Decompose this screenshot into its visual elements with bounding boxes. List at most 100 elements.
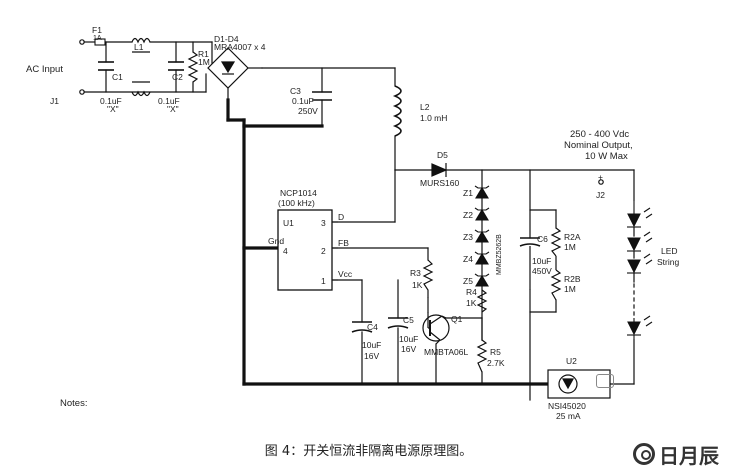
- label-l2-val: 1.0 mH: [420, 113, 447, 123]
- ic-u1-ncp1014: [277, 209, 333, 291]
- label-ncp: NCP1014: [280, 188, 317, 198]
- label-c2-x: "X": [167, 104, 179, 114]
- label-d5-val: MURS160: [420, 178, 459, 188]
- label-plus: +: [598, 172, 603, 182]
- label-gnd: Gnd: [268, 236, 284, 246]
- label-z5: Z5: [463, 276, 473, 286]
- label-r1: R1: [198, 49, 209, 59]
- label-notes: Notes:: [60, 398, 87, 409]
- label-c4-v: 16V: [364, 351, 379, 361]
- label-out-line1: 250 - 400 Vdc: [570, 129, 629, 140]
- label-ncp-freq: (100 kHz): [278, 198, 315, 208]
- capacitor-c6: [519, 237, 541, 290]
- label-out-line2: Nominal Output,: [564, 140, 633, 151]
- label-c2: C2: [172, 72, 183, 82]
- label-r4: R4: [466, 287, 477, 297]
- brand-mark-icon: [633, 443, 655, 465]
- label-pin-d: D: [338, 212, 344, 222]
- label-pin4: 4: [283, 246, 288, 256]
- resistor-r2b: [550, 269, 562, 301]
- label-r2a: R2A: [564, 232, 581, 242]
- label-pin2: 2: [321, 246, 326, 256]
- label-u2-ma: 25 mA: [556, 411, 581, 421]
- label-c4: C4: [367, 322, 378, 332]
- label-z4: Z4: [463, 254, 473, 264]
- fuse-f1: [94, 38, 106, 46]
- label-q1-val: MMBTA06L: [424, 347, 469, 357]
- component-labels: F1 1A L1 R1 1M D1-D4 MRA4007 x 4 AC Inpu…: [26, 25, 679, 421]
- label-z1: Z1: [463, 188, 473, 198]
- label-l2: L2: [420, 102, 430, 112]
- label-z2: Z2: [463, 210, 473, 220]
- capacitor-c1: [98, 61, 114, 71]
- ic-u1-pin-leads: [332, 221, 338, 281]
- label-led1: LED: [661, 246, 678, 256]
- label-pin3: 3: [321, 218, 326, 228]
- label-r4-val: 1K: [466, 298, 477, 308]
- inductor-l2: [392, 85, 402, 137]
- label-u2: U2: [566, 356, 577, 366]
- label-mmbz: MMBZ5262B: [496, 234, 503, 275]
- label-c3-v: 250V: [298, 106, 318, 116]
- label-c5-v: 16V: [401, 344, 416, 354]
- label-c6: C6: [537, 234, 548, 244]
- label-c5-val: 10uF: [399, 334, 418, 344]
- label-c1-val: 0.1uF: [100, 96, 122, 106]
- label-c1: C1: [112, 72, 123, 82]
- label-j1: J1: [50, 96, 59, 106]
- wires: [79, 39, 635, 401]
- label-r3-val: 1K: [412, 280, 423, 290]
- label-r2b-val: 1M: [564, 284, 576, 294]
- label-pin1: 1: [321, 276, 326, 286]
- diode-d5: [431, 163, 448, 177]
- label-r2b: R2B: [564, 274, 581, 284]
- brand-text: 日月辰: [659, 443, 719, 468]
- label-pin-fb: FB: [338, 238, 349, 248]
- label-c3: C3: [290, 86, 301, 96]
- label-pin-vcc: Vcc: [338, 269, 353, 279]
- capacitor-c5: [387, 317, 409, 329]
- capacitor-c2: [168, 61, 184, 71]
- bridge-rectifier: [207, 47, 249, 89]
- label-r2a-val: 1M: [564, 242, 576, 252]
- label-u1: U1: [283, 218, 294, 228]
- led-string: [627, 200, 653, 340]
- circuit-schematic: F1 1A L1 R1 1M D1-D4 MRA4007 x 4 AC Inpu…: [26, 25, 679, 421]
- label-d1d4-val: MRA4007 x 4: [214, 42, 266, 52]
- resistor-r1: [187, 51, 199, 83]
- label-c5: C5: [403, 315, 414, 325]
- label-ac-input: AC Input: [26, 64, 63, 75]
- resistor-r4: [476, 289, 488, 313]
- zener-chain: [474, 185, 490, 287]
- inductor-l1: [131, 37, 151, 97]
- label-c6-val: 10uF: [532, 256, 551, 266]
- label-c4-val: 10uF: [362, 340, 381, 350]
- label-q1: Q1: [451, 314, 463, 324]
- label-r1-val: 1M: [198, 57, 210, 67]
- label-j2: J2: [596, 190, 605, 200]
- label-r5-val: 2.7K: [487, 358, 505, 368]
- figure-caption: 图 4：开关恒流非隔离电源原理图。: [264, 444, 473, 459]
- watermark-icon: [596, 374, 614, 388]
- brand-logo: 日月辰: [633, 441, 719, 468]
- label-f1-val: 1A: [93, 35, 102, 42]
- label-u2-val: NSI45020: [548, 401, 586, 411]
- label-d5: D5: [437, 150, 448, 160]
- label-d1d4: D1-D4: [214, 34, 239, 44]
- resistor-r3: [422, 259, 434, 298]
- label-c2-val: 0.1uF: [158, 96, 180, 106]
- label-c6-v: 450V: [532, 266, 552, 276]
- label-c3-val: 0.1uF: [292, 96, 314, 106]
- capacitor-c3: [312, 91, 332, 101]
- resistor-r2a: [550, 227, 562, 257]
- label-l1: L1: [134, 42, 144, 52]
- label-r5: R5: [490, 347, 501, 357]
- transistor-q1: [422, 312, 450, 345]
- label-c1-x: "X": [107, 104, 119, 114]
- label-led2: String: [657, 257, 679, 267]
- label-out-line3: 10 W Max: [585, 151, 628, 162]
- capacitor-c4: [351, 321, 373, 333]
- resistor-r5: [476, 339, 488, 373]
- label-r3: R3: [410, 268, 421, 278]
- label-f1: F1: [92, 25, 102, 35]
